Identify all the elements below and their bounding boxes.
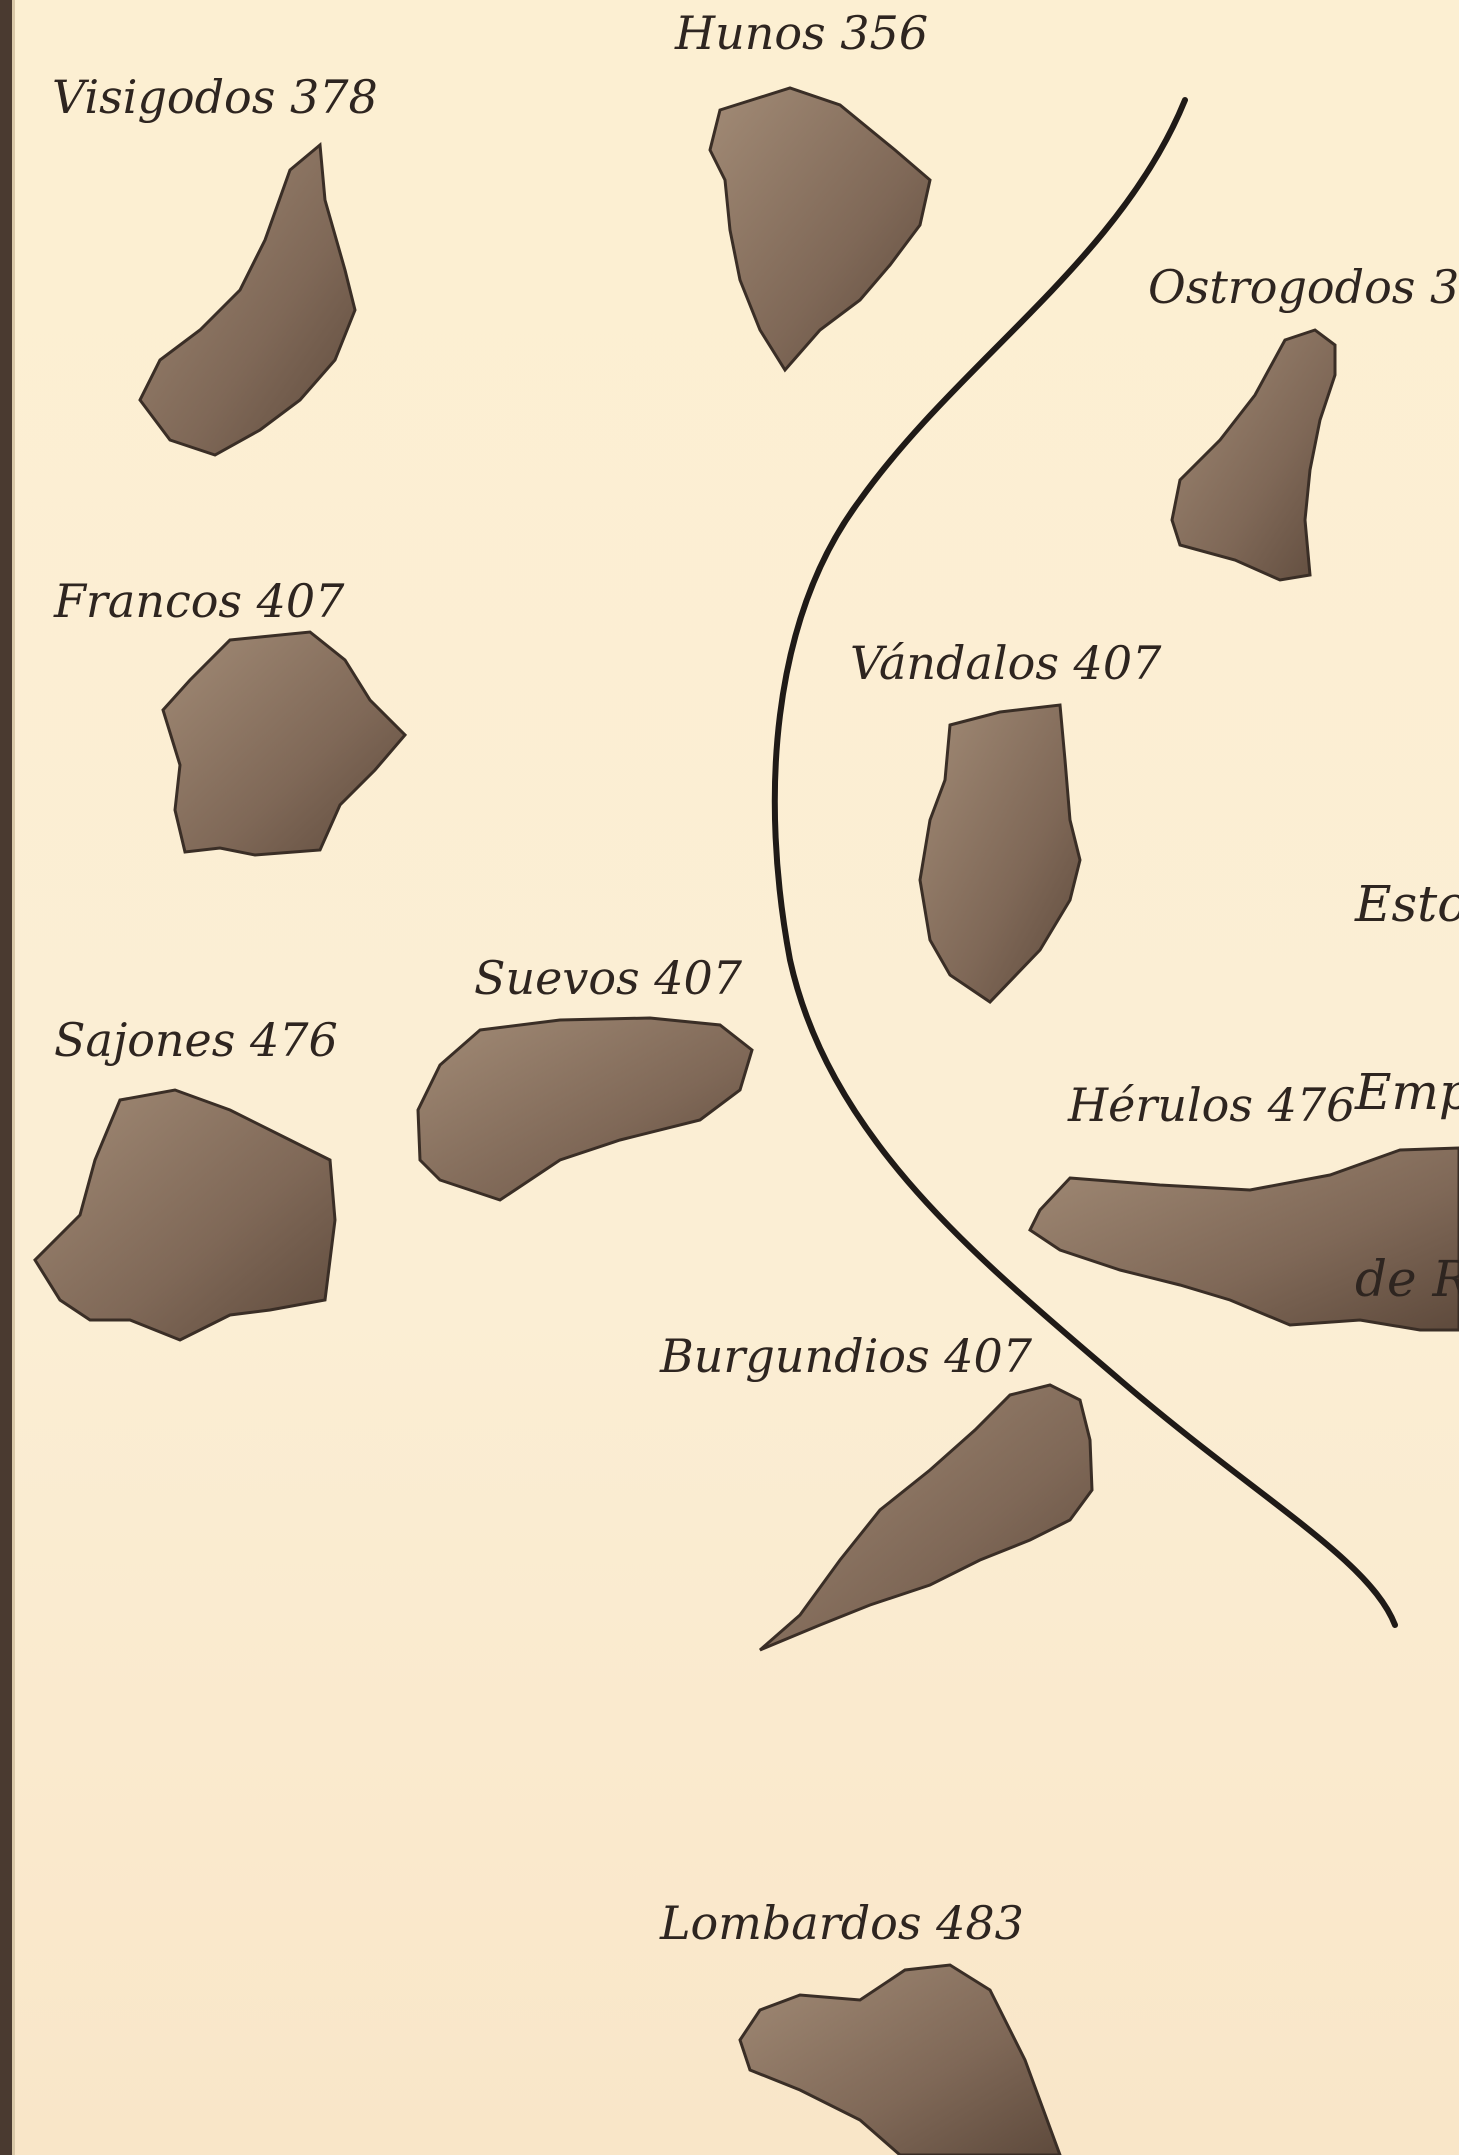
label-visigodos: Visigodos 378 [52, 74, 378, 120]
hunos-foot [710, 88, 930, 370]
burgundios-foot [760, 1385, 1092, 1650]
lombardos-foot [740, 1965, 1060, 2155]
label-herulos: Hérulos 476 [1068, 1082, 1355, 1128]
side-text: Esto Emp de R [1355, 748, 1459, 1436]
sajones-foot [35, 1090, 335, 1340]
side-text-line-3: de R [1355, 1248, 1459, 1311]
suevos-foot [418, 1018, 752, 1200]
side-text-line-1: Esto [1355, 873, 1459, 936]
label-ostrogodos: Ostrogodos 37 [1148, 264, 1459, 310]
visigodos-foot [140, 145, 355, 455]
label-francos: Francos 407 [54, 578, 344, 624]
label-hunos: Hunos 356 [675, 10, 928, 56]
ostrogodos-foot [1172, 330, 1335, 580]
label-lombardos: Lombardos 483 [660, 1900, 1024, 1946]
francos-foot [163, 632, 405, 855]
label-vandalos: Vándalos 407 [850, 640, 1161, 686]
divider-curve [775, 100, 1395, 1625]
vandalos-foot [920, 705, 1080, 1002]
label-sajones: Sajones 476 [54, 1017, 338, 1063]
label-burgundios: Burgundios 407 [660, 1333, 1032, 1379]
side-text-line-2: Emp [1355, 1061, 1459, 1124]
label-suevos: Suevos 407 [474, 955, 742, 1001]
